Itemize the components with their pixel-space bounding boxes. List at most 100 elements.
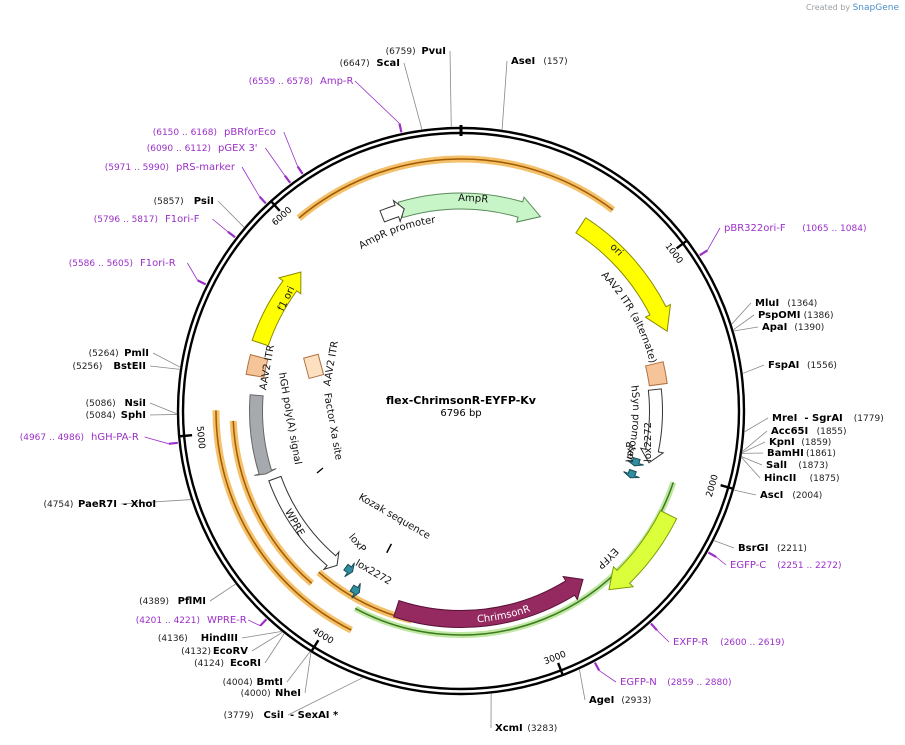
primer-name-f1ori-r: F1ori-R	[140, 258, 176, 269]
enzyme-name-apai: ApaI	[762, 322, 787, 333]
hsyn-promoter-arrow	[639, 388, 665, 464]
enzyme-pos: (1873)	[798, 461, 828, 471]
enzyme-pos: (157)	[543, 57, 567, 67]
enzyme-name-kpni: KpnI	[769, 437, 795, 448]
enzyme-suffix: - SgrAI	[804, 413, 842, 424]
primer-mark	[650, 622, 658, 631]
enzyme-suffix: - XhoI	[123, 499, 156, 510]
primer-range: (2600 .. 2619)	[720, 638, 784, 648]
wpre-arrow	[268, 475, 340, 571]
primer-name-hgh-pa-r: hGH-PA-R	[91, 432, 139, 443]
ampr-promoter-arrow	[379, 199, 405, 224]
primer-range: (5586 .. 5605)	[69, 259, 133, 269]
enzyme-name-xcmi: XcmI	[495, 723, 523, 734]
eyfp-label-path: EYFP	[595, 545, 620, 570]
enzyme-name-psii: PsiI	[194, 196, 214, 207]
loxp-right	[623, 468, 640, 479]
primer-mark	[593, 662, 601, 672]
primer-range: (5796 .. 5817)	[94, 215, 158, 225]
enzyme-name-hindiii: HindIII	[201, 633, 238, 644]
primer-mark	[227, 230, 236, 239]
lox2272-right	[627, 457, 644, 467]
enzyme-pos: (1386)	[804, 311, 834, 321]
primer-mark	[707, 551, 717, 558]
enzyme-name-csii: CsiI	[264, 710, 284, 721]
tick-mark	[720, 484, 733, 490]
enzyme-leader	[744, 417, 769, 433]
enzyme-leader	[449, 50, 452, 128]
primer-leader	[144, 436, 169, 445]
primer-name-prs-marker: pRS-marker	[176, 162, 236, 173]
enzyme-pos: (2211)	[777, 544, 807, 554]
enzyme-pos: (2933)	[621, 696, 651, 706]
enzyme-leader	[149, 414, 178, 416]
enzyme-name-ecorv: EcoRV	[213, 646, 248, 657]
enzyme-name-paer7i: PaeR7I	[78, 499, 117, 510]
enzyme-pos: (1855)	[817, 427, 847, 437]
enzyme-leader	[741, 441, 766, 454]
enzyme-leader	[241, 631, 282, 639]
enzyme-pos: (4754)	[43, 500, 73, 510]
enzyme-name-pspomi: PspOMI	[758, 310, 800, 321]
hgh-polya-label: hGH poly(A) signal	[276, 372, 303, 466]
lox2272-right-label: lox2272	[643, 422, 654, 462]
tick-label: 2000	[705, 473, 721, 498]
primer-mark	[168, 441, 178, 445]
credit-prefix: Created by	[806, 3, 851, 12]
ampr-arrow	[397, 192, 542, 223]
enzyme-suffix: - SexAI *	[290, 710, 339, 721]
enzyme-pos: (4000)	[241, 689, 271, 699]
enzyme-pos: (1875)	[810, 474, 840, 484]
ampr-label: AmpR	[458, 193, 489, 206]
enzyme-pos: (4124)	[194, 659, 224, 669]
eyfp-label: EYFP	[595, 545, 620, 570]
enzyme-pos: (1861)	[806, 449, 836, 459]
primer-leader	[187, 262, 198, 281]
enzyme-name-fspai: FspAI	[768, 360, 799, 371]
aav2-itr-label: AAV2 ITR	[258, 344, 277, 391]
hgh-polya-arrow	[249, 394, 277, 476]
enzyme-name-sali: SalI	[766, 460, 787, 471]
enzyme-leader	[152, 352, 181, 368]
enzyme-leader	[732, 314, 755, 331]
enzyme-pos: (1859)	[801, 438, 831, 448]
tick-label: 5000	[194, 426, 206, 450]
factor-xa-mark	[316, 467, 324, 474]
enzyme-pos: (1390)	[794, 323, 824, 333]
tick-mark	[270, 201, 281, 212]
orf-line-left-inner	[232, 420, 313, 584]
enzyme-leader	[733, 489, 757, 496]
plasmid-length: 6796 bp	[440, 408, 481, 419]
enzyme-name-pvui: PvuI	[421, 46, 446, 57]
enzyme-name-bsrgi: BsrGI	[738, 543, 768, 554]
enzyme-name-sphi: SphI	[121, 410, 146, 421]
enzyme-pos: (1779)	[854, 414, 884, 424]
lox2272-left	[349, 582, 361, 599]
enzyme-name-mrei: MreI	[772, 413, 797, 424]
primer-leader	[265, 147, 286, 176]
enzyme-name-nhei: NheI	[275, 688, 301, 699]
primer-leader	[706, 227, 721, 251]
enzyme-pos: (2004)	[792, 491, 822, 501]
aav2-itr-box	[245, 353, 269, 378]
loxp-left-label: loxP	[346, 532, 368, 555]
plasmid-title: flex-ChrimsonR-EYFP-Kv	[386, 394, 537, 407]
primer-mark	[398, 123, 403, 133]
lox2272-left-label: lox2272	[353, 558, 393, 588]
enzyme-pos: (4132)	[181, 647, 211, 657]
enzyme-leader	[149, 402, 178, 415]
primer-leader	[354, 80, 400, 124]
primer-leader	[241, 166, 260, 197]
enzyme-pos: (5256)	[72, 362, 102, 372]
primer-name-pgex-3: pGEX 3'	[218, 143, 258, 154]
tick-mark	[557, 662, 564, 675]
enzyme-name-hincii: HincII	[764, 473, 796, 484]
primer-mark	[197, 279, 207, 286]
enzyme-pos: (6759)	[386, 47, 416, 57]
ori-arrow	[575, 217, 672, 333]
chrimsonr-arrow	[393, 575, 584, 628]
ampr-label-path: AmpR	[458, 193, 489, 206]
enzyme-name-mlui: MluI	[755, 298, 779, 309]
enzyme-name-bsteii: BstEII	[113, 361, 146, 372]
primer-leader	[248, 619, 261, 627]
